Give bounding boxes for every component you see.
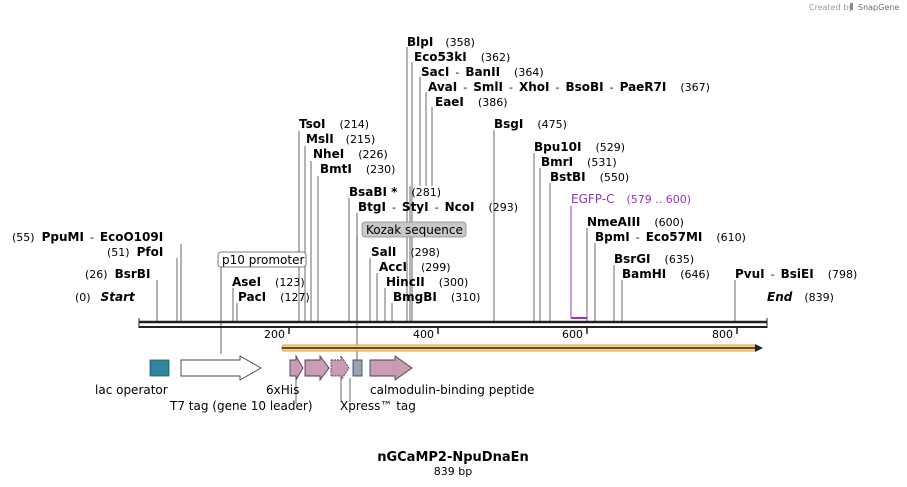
- t7-tag-arrow[interactable]: [180, 355, 262, 381]
- site-pvui-bsiei[interactable]: PvuI-BsiEI(798): [735, 267, 857, 281]
- cbp-label: calmodulin-binding peptide: [370, 383, 534, 397]
- his-label: 6xHis: [266, 383, 299, 397]
- site-asei[interactable]: AseI(123): [232, 275, 305, 289]
- site-bpu10i[interactable]: Bpu10I(529): [534, 140, 625, 154]
- tick-600: 600: [562, 328, 583, 341]
- plasmid-title: nGCaMP2-NpuDnaEn: [377, 450, 529, 465]
- site-bamhi[interactable]: BamHI(646): [622, 267, 710, 281]
- site-eaei[interactable]: EaeI(386): [435, 95, 508, 109]
- site-bmgbi[interactable]: BmgBI(310): [393, 290, 480, 304]
- site-lines: [156, 47, 736, 372]
- tick-400: 400: [413, 328, 434, 341]
- start-label: (0)Start: [75, 290, 136, 304]
- site-acci[interactable]: AccI(299): [379, 260, 451, 274]
- p10-promoter-label: p10 promoter: [222, 253, 304, 267]
- credit-prefix: Created by: [809, 3, 853, 12]
- site-paci[interactable]: PacI(127): [238, 290, 310, 304]
- p10-promoter[interactable]: p10 promoter: [217, 251, 307, 268]
- end-label: End(839): [767, 290, 834, 304]
- site-bsrbi[interactable]: (26)BsrBI: [85, 267, 150, 281]
- site-sali[interactable]: SalI(298): [371, 245, 440, 259]
- site-nhei[interactable]: NheI(226): [313, 147, 388, 161]
- site-bsabi[interactable]: BsaBI *(281): [349, 185, 441, 199]
- site-bsgi[interactable]: BsgI(475): [494, 117, 567, 131]
- xpress-tag-box[interactable]: [352, 359, 363, 377]
- feature-track: [149, 354, 413, 404]
- site-hincii[interactable]: HincII(300): [386, 275, 468, 289]
- his-tag-arrow[interactable]: [289, 354, 304, 382]
- orf-arrow[interactable]: [281, 344, 763, 352]
- site-msli[interactable]: MslI(215): [306, 132, 375, 146]
- site-avai-group[interactable]: AvaI-SmlI-XhoI-BsoBI-PaeR7I(367): [428, 80, 710, 94]
- site-nmeaiii[interactable]: NmeAIII(600): [587, 215, 684, 229]
- snapgene-credit: SnapGene: [858, 3, 899, 12]
- xpress-label: Xpress™ tag: [340, 399, 416, 413]
- t7-tag-label: T7 tag (gene 10 leader): [169, 399, 313, 413]
- site-labels: BlpI(358) Eco53kI(362) SacI-BanII(364) A…: [12, 35, 857, 304]
- egfp-feature[interactable]: EGFP-C(579 .. 600): [570, 192, 691, 319]
- site-bmri[interactable]: BmrI(531): [541, 155, 617, 169]
- site-bstbi[interactable]: BstBI(550): [550, 170, 629, 184]
- site-blpi[interactable]: BlpI(358): [407, 35, 475, 49]
- lac-operator-box[interactable]: [149, 359, 170, 377]
- egfp-label: EGFP-C(579 .. 600): [571, 192, 691, 206]
- cbp-arrow[interactable]: [369, 355, 413, 381]
- snapgene-logo-icon: [850, 3, 853, 10]
- site-bmti[interactable]: BmtI(230): [320, 162, 395, 176]
- plasmid-length: 839 bp: [434, 465, 472, 478]
- feature-labels: lac operator T7 tag (gene 10 leader) 6xH…: [95, 383, 534, 413]
- kozak-label: Kozak sequence: [366, 223, 463, 237]
- site-eco53ki[interactable]: Eco53kI(362): [414, 50, 510, 64]
- site-ppumi-ecoo109i[interactable]: (55)PpuMI-EcoO109I: [12, 230, 163, 244]
- ruler: 200 400 600 800: [138, 318, 768, 341]
- tick-800: 800: [712, 328, 733, 341]
- site-tsoi[interactable]: TsoI(214): [299, 117, 369, 131]
- site-btgi-styi-ncoi[interactable]: BtgI-StyI-NcoI(293): [358, 200, 518, 214]
- site-saci-banii[interactable]: SacI-BanII(364): [421, 65, 544, 79]
- site-pfoi[interactable]: (51)PfoI: [107, 245, 163, 259]
- tick-200: 200: [264, 328, 285, 341]
- site-bpmi-eco57mi[interactable]: BpmI-Eco57MI(610): [595, 230, 746, 244]
- tag-arrow-3[interactable]: [330, 354, 350, 382]
- site-bsrgi[interactable]: BsrGI(635): [614, 252, 694, 266]
- tag-arrow-2[interactable]: [304, 354, 330, 382]
- kozak-sequence[interactable]: Kozak sequence: [361, 221, 467, 238]
- lac-operator-label: lac operator: [95, 383, 168, 397]
